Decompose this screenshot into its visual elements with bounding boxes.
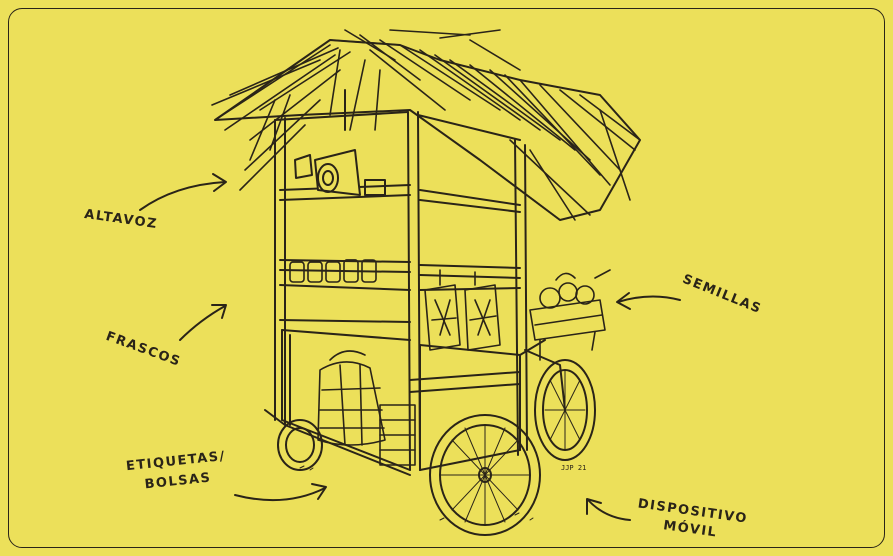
arrow-etiquetas-icon	[235, 484, 326, 500]
arrow-semillas-icon	[617, 293, 680, 309]
arrow-frascos-icon	[180, 305, 226, 340]
artist-signature: JJP 21	[561, 464, 586, 472]
arrow-dispositivo-icon	[587, 499, 630, 520]
ground-marks	[300, 466, 533, 520]
arrow-altavoz-icon	[140, 174, 226, 210]
